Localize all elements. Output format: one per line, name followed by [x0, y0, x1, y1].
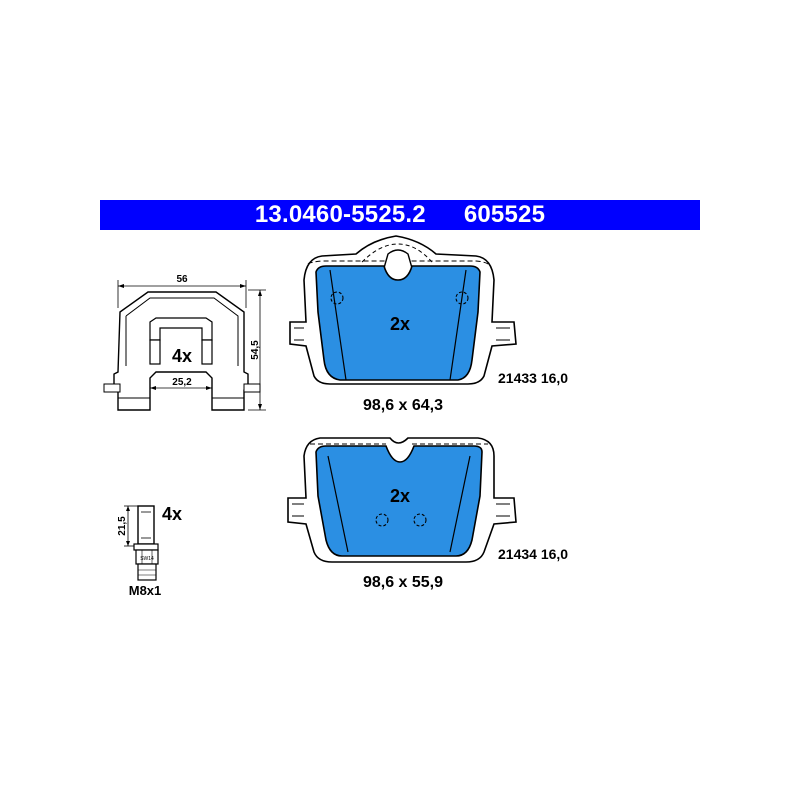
brake-pad-bottom: 2x	[287, 437, 517, 563]
pad-bottom-code: 21434 16,0	[498, 546, 568, 562]
pad-bottom-quantity: 2x	[390, 486, 410, 506]
bolt-head-label: SW14	[140, 556, 154, 562]
retaining-clip: 56 54,5 25,2 4x	[103, 274, 266, 411]
header-bar: 13.0460-5525.2 605525	[100, 200, 700, 230]
pad-bottom-dimensions: 98,6 x 55,9	[363, 574, 443, 591]
friction-pad-bottom	[315, 445, 483, 557]
guide-bolt: 21,5 SW14 4x M8x1	[117, 504, 182, 598]
pad-top-dimensions: 98,6 x 64,3	[363, 397, 443, 414]
bolt-quantity: 4x	[162, 504, 182, 524]
pad-top-quantity: 2x	[390, 314, 410, 334]
part-number: 13.0460-5525.2	[254, 201, 426, 228]
brake-pad-top: 2x	[289, 235, 517, 385]
clip-quantity: 4x	[172, 346, 192, 366]
clip-height-label: 54,5	[250, 340, 261, 360]
clip-inner-label: 25,2	[172, 377, 192, 388]
pad-top-code: 21433 16,0	[498, 370, 568, 386]
clip-width-label: 56	[176, 274, 188, 285]
friction-pad-top	[315, 265, 481, 381]
bolt-thread-label: M8x1	[129, 583, 162, 598]
reference-number: 605525	[463, 201, 546, 228]
bolt-length-label: 21,5	[117, 516, 128, 536]
